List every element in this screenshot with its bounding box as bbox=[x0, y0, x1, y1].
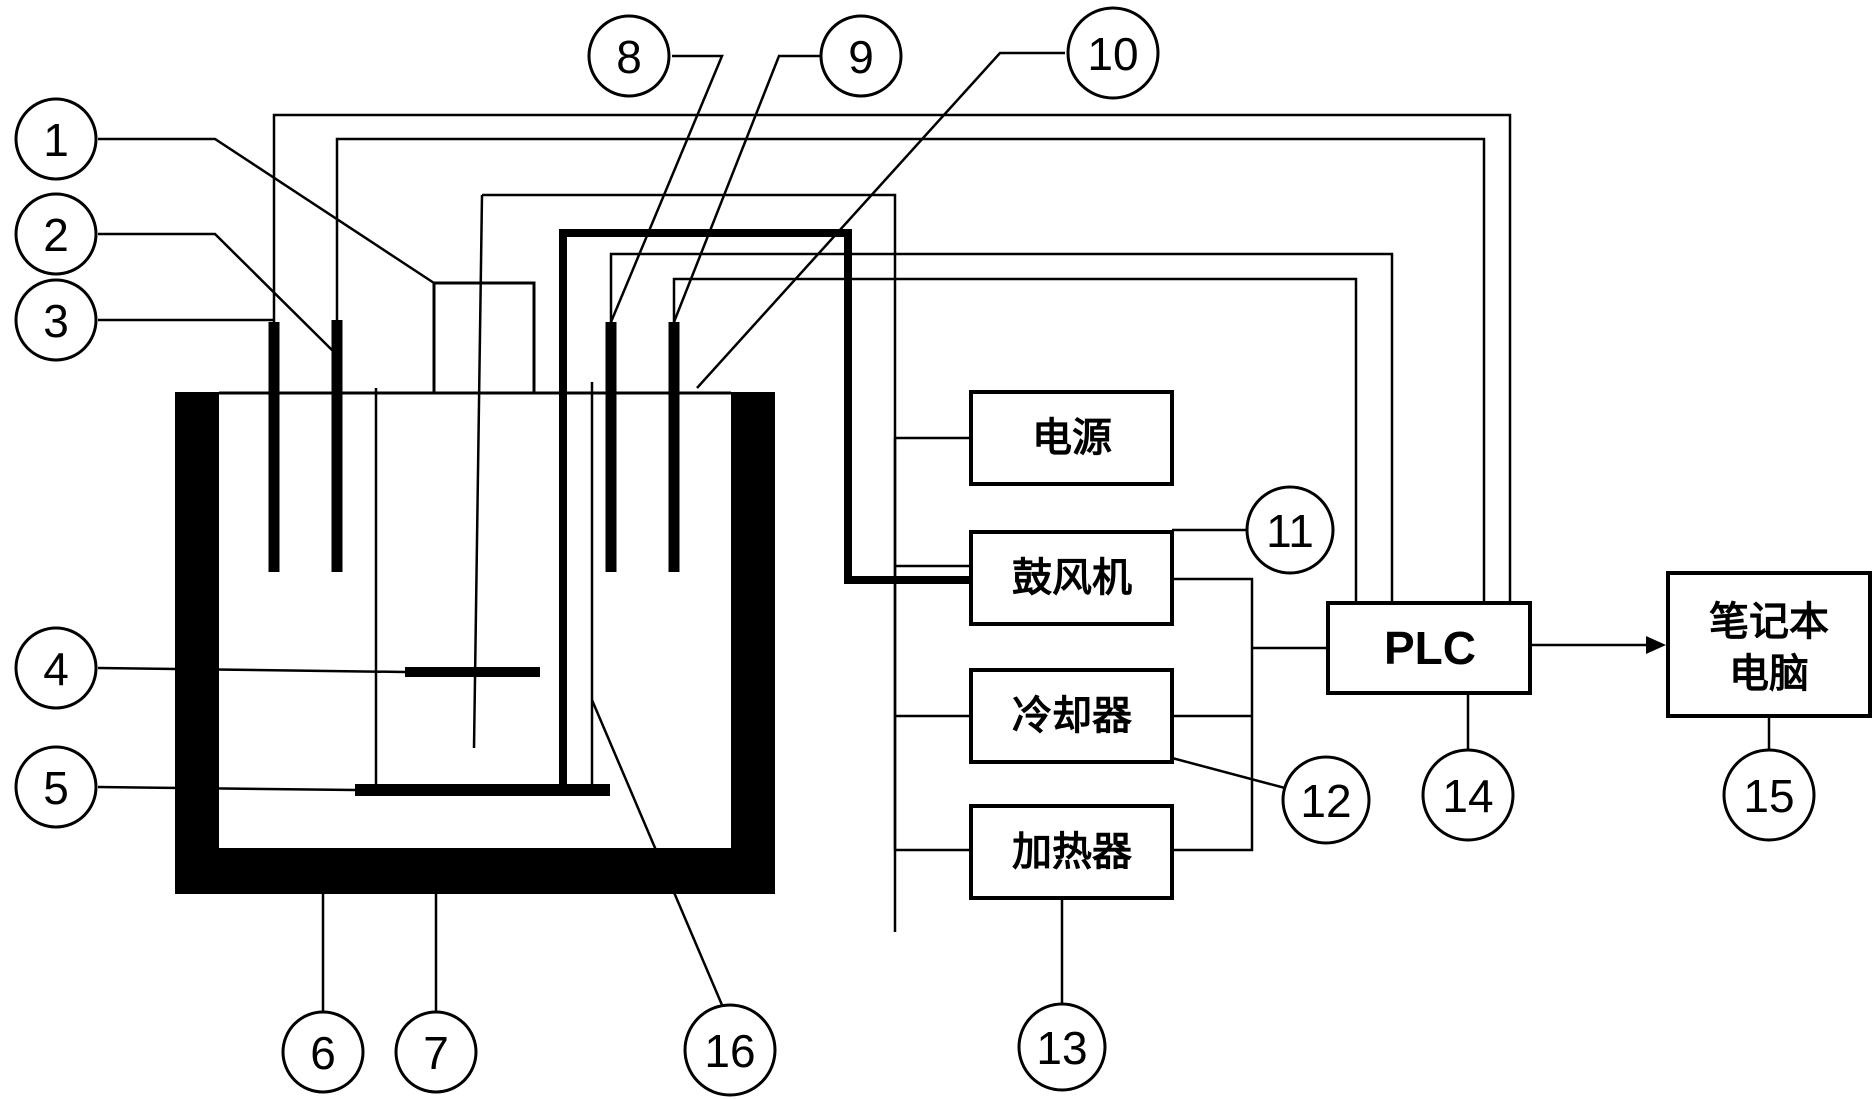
svg-text:笔记本: 笔记本 bbox=[1709, 599, 1829, 645]
air-pipe bbox=[559, 229, 970, 788]
laptop-block: 笔记本 电脑 bbox=[1666, 571, 1872, 718]
svg-text:13: 13 bbox=[1036, 1022, 1087, 1074]
svg-text:7: 7 bbox=[423, 1027, 449, 1079]
stirrer bbox=[405, 194, 540, 749]
svg-text:3: 3 bbox=[43, 295, 69, 347]
svg-text:2: 2 bbox=[43, 209, 69, 261]
callout-8: 8 bbox=[587, 14, 671, 98]
callout-3: 3 bbox=[14, 278, 98, 362]
callout-6: 6 bbox=[281, 1010, 365, 1094]
svg-text:5: 5 bbox=[43, 762, 69, 814]
callout-4: 4 bbox=[14, 626, 98, 710]
callout-11: 11 bbox=[1245, 485, 1335, 575]
svg-text:16: 16 bbox=[704, 1025, 755, 1077]
callout-10: 10 bbox=[1066, 6, 1160, 100]
right-probes bbox=[605, 322, 680, 572]
wiring bbox=[272, 113, 1666, 932]
svg-text:PLC: PLC bbox=[1384, 622, 1476, 674]
svg-text:加热器: 加热器 bbox=[1012, 829, 1133, 875]
power-block: 电源 bbox=[969, 390, 1174, 486]
svg-text:14: 14 bbox=[1442, 770, 1493, 822]
svg-text:1: 1 bbox=[43, 114, 69, 166]
leader-lines bbox=[97, 51, 1771, 1017]
callout-9: 9 bbox=[819, 14, 903, 98]
svg-text:冷却器: 冷却器 bbox=[1012, 693, 1133, 739]
callout-5: 5 bbox=[14, 745, 98, 829]
blower-block: 鼓风机 bbox=[969, 530, 1174, 626]
svg-text:11: 11 bbox=[1266, 505, 1314, 557]
callout-16: 16 bbox=[683, 1003, 777, 1097]
svg-text:4: 4 bbox=[43, 643, 69, 695]
callout-1: 1 bbox=[14, 97, 98, 181]
left-probes bbox=[268, 320, 343, 572]
cooler-block: 冷却器 bbox=[969, 668, 1174, 764]
svg-text:8: 8 bbox=[616, 31, 642, 83]
reactor-vessel bbox=[175, 391, 775, 894]
svg-text:6: 6 bbox=[310, 1027, 336, 1079]
callout-13: 13 bbox=[1017, 1002, 1107, 1092]
heater-block: 加热器 bbox=[969, 804, 1174, 900]
callout-12: 12 bbox=[1281, 755, 1371, 845]
svg-text:10: 10 bbox=[1087, 28, 1138, 80]
svg-text:12: 12 bbox=[1300, 775, 1351, 827]
plc-block: PLC bbox=[1326, 601, 1532, 695]
svg-text:9: 9 bbox=[848, 31, 874, 83]
callout-14: 14 bbox=[1421, 748, 1515, 842]
svg-text:15: 15 bbox=[1743, 770, 1794, 822]
callout-15: 15 bbox=[1722, 748, 1816, 842]
svg-text:鼓风机: 鼓风机 bbox=[1012, 555, 1132, 601]
svg-text:电源: 电源 bbox=[1032, 415, 1112, 461]
svg-text:电脑: 电脑 bbox=[1729, 651, 1809, 697]
callout-2: 2 bbox=[14, 192, 98, 276]
callout-7: 7 bbox=[394, 1010, 478, 1094]
aeration-frame bbox=[355, 388, 610, 796]
motor-box bbox=[432, 281, 536, 393]
